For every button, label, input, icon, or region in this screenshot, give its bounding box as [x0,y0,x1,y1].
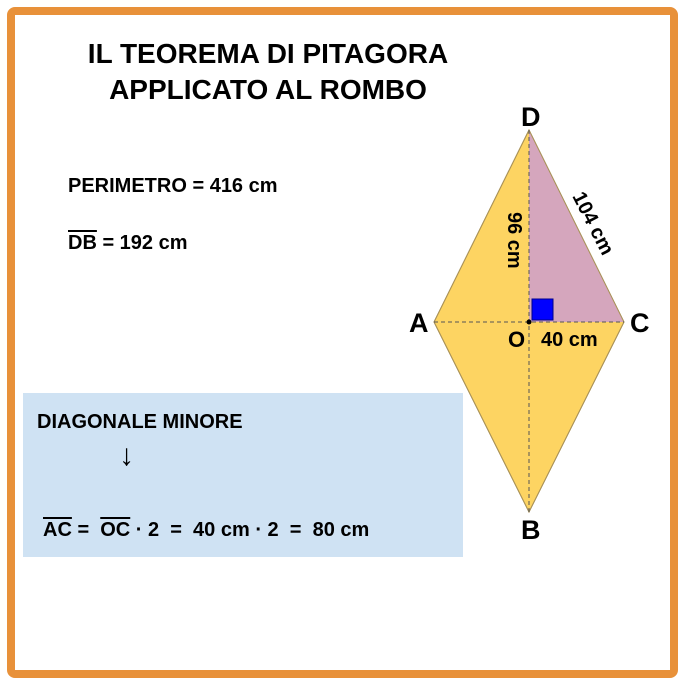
db-value: = 192 cm [96,232,188,254]
vertex-c-label: C [630,308,650,338]
minor-diagonal-box: DIAGONALE MINORE ↓ AC = OC · 2 = 40 cm ·… [23,393,463,557]
page-title: IL TEOREMA DI PITAGORA APPLICATO AL ROMB… [38,36,498,108]
ac-segment-label: AC [43,519,72,541]
vertex-a-label: A [409,308,429,338]
title-line-1: IL TEOREMA DI PITAGORA [87,38,449,69]
down-arrow-icon: ↓ [119,439,134,472]
db-length-text: DB = 192 cm [68,232,188,255]
base-oc-label: 40 cm [541,329,598,351]
formula-rest: · 2 = 40 cm · 2 = 80 cm [130,519,370,541]
title-line-2: APPLICATO AL ROMBO [109,74,427,105]
minor-diagonal-heading: DIAGONALE MINORE [37,411,243,433]
height-od-label: 96 cm [503,212,525,269]
db-segment-label: DB [68,232,97,254]
formula-equals: = [71,519,101,541]
right-angle-marker-icon [531,298,554,321]
minor-diagonal-formula: AC = OC · 2 = 40 cm · 2 = 80 cm [43,519,369,542]
vertex-b-label: B [521,515,541,545]
oc-segment-label: OC [100,519,131,541]
vertex-o-label: O [508,327,525,352]
perimeter-text: PERIMETRO = 416 cm [68,175,278,197]
center-point-o [526,319,532,325]
vertex-d-label: D [521,102,541,132]
